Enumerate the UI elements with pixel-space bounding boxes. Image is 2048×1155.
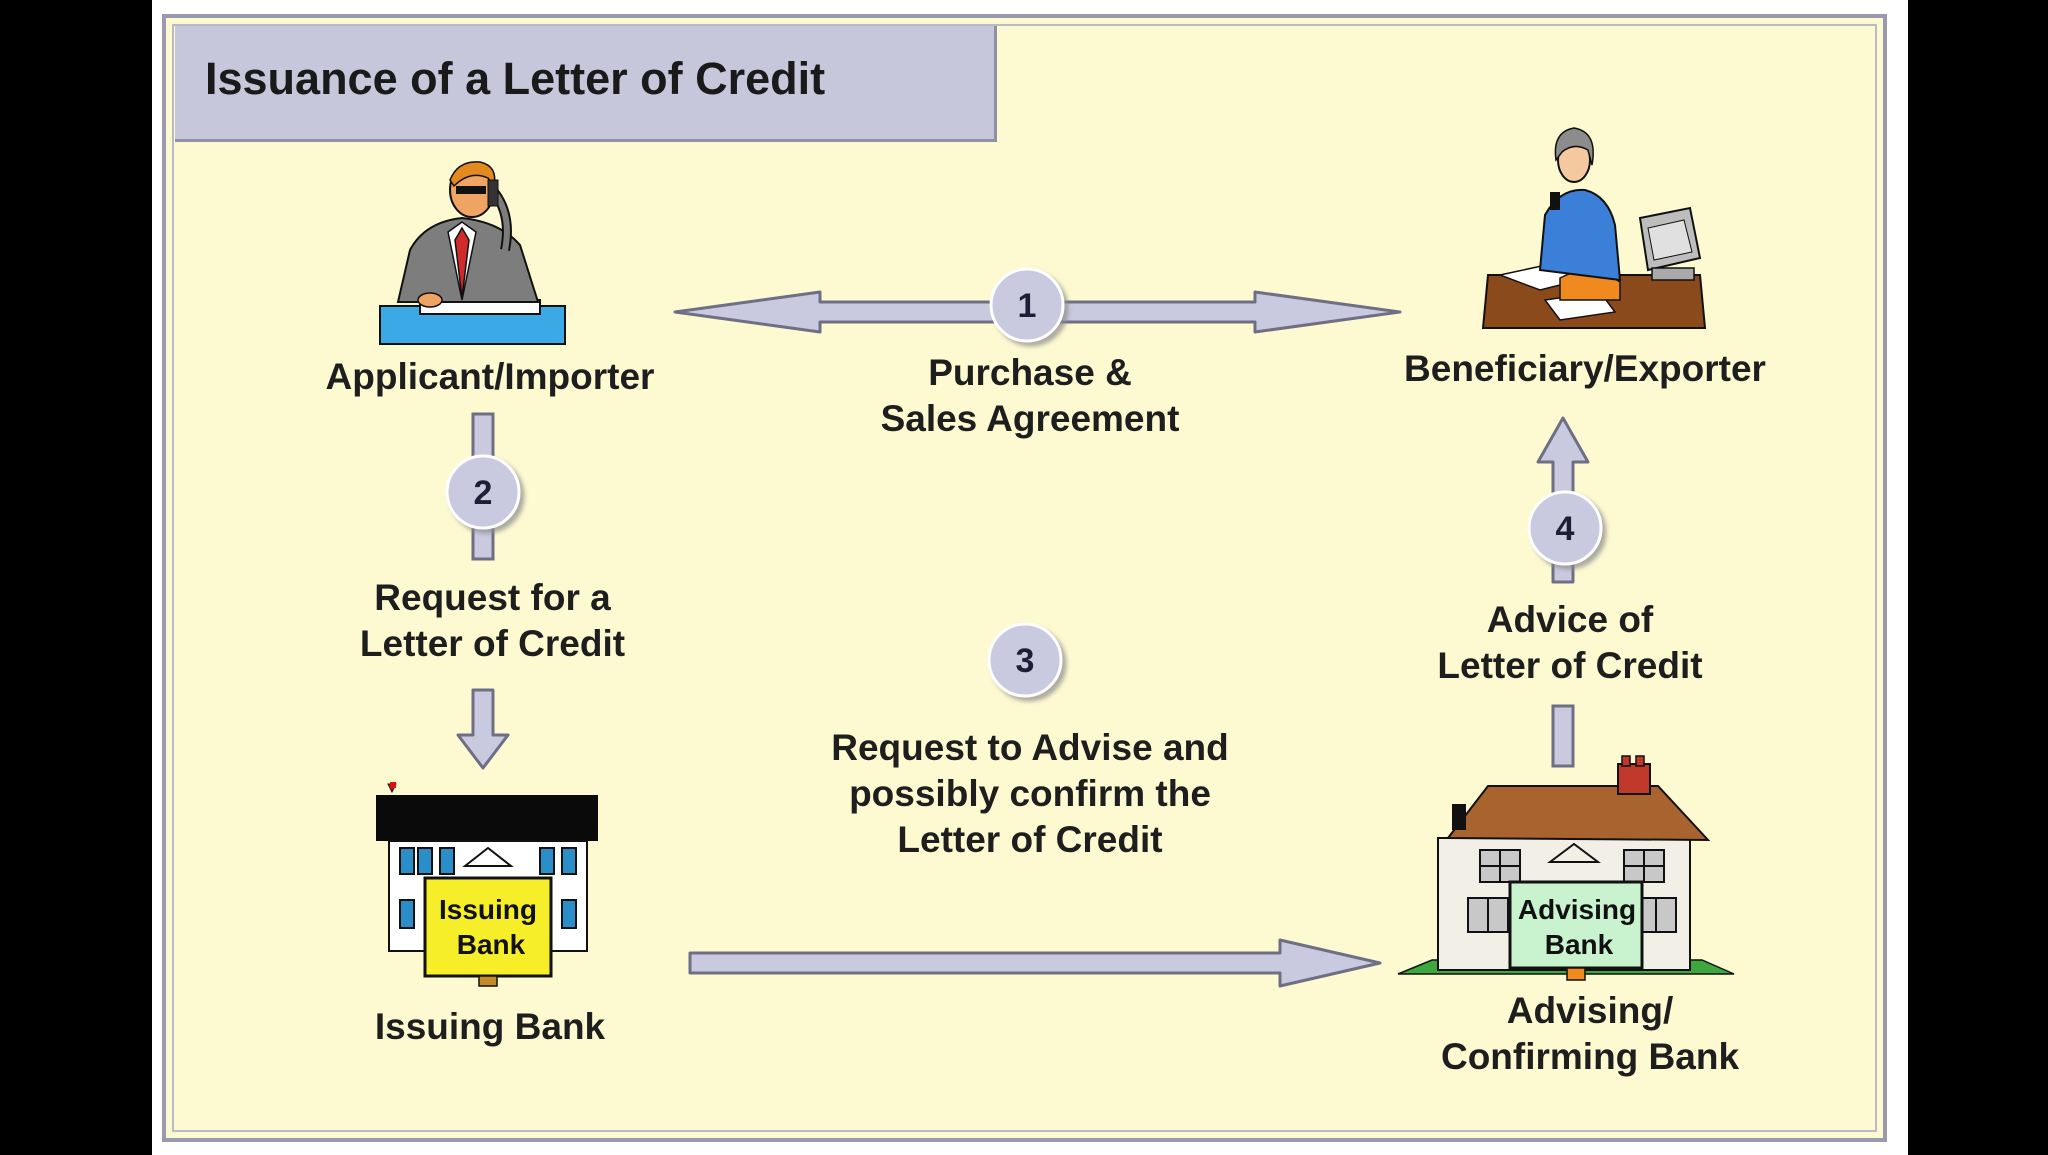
step-3-caption: Request to Advise and possibly confirm t… [780,725,1280,863]
slide-frame-inner-border [172,24,1877,1132]
applicant-label: Applicant/Importer [300,354,680,400]
step-badge-1 [989,267,1065,343]
step-4-caption-line1: Advice of [1486,599,1654,640]
bank-building-icon [376,782,598,987]
issuing-bank-label-text: Issuing Bank [374,1006,606,1047]
right-arrow-step-3 [688,938,1382,988]
advising-bank-label-line2: Confirming Bank [1440,1036,1740,1077]
step-1-caption-line2: Sales Agreement [880,398,1180,439]
issuing-sign-line2: Bank [457,929,526,960]
step-number-4: 4 [1556,510,1575,548]
woman-computer-desk-icon [1481,127,1707,329]
beneficiary-label-text: Beneficiary/Exporter [1404,348,1766,389]
step-4-caption-line2: Letter of Credit [1437,645,1703,686]
issuing-sign-line1: Issuing [439,894,537,925]
step-3-caption-line2: possibly confirm the [849,773,1211,814]
beneficiary-label: Beneficiary/Exporter [1370,346,1800,392]
businessman-phone-icon [379,161,566,345]
step-2-caption-line2: Letter of Credit [359,623,626,664]
advising-sign-line1: Advising [1518,894,1636,925]
advising-sign-line2: Bank [1545,929,1614,960]
advising-bank-label: Advising/ Confirming Bank [1380,988,1800,1080]
step-1-caption-line1: Purchase & [928,352,1132,393]
step-3-caption-line1: Request to Advise and [831,727,1229,768]
step-2-caption-line1: Request for a [374,577,611,618]
up-arrow-step-4 [1536,416,1590,768]
step-badge-4 [1527,490,1603,566]
step-number-3: 3 [1016,642,1035,680]
title-box: Issuance of a Letter of Credit [175,26,997,142]
step-2-caption: Request for a Letter of Credit [320,575,665,667]
page-title: Issuance of a Letter of Credit [205,52,826,104]
step-number-2: 2 [474,474,493,512]
step-4-caption: Advice of Letter of Credit [1390,597,1750,689]
step-badge-2 [445,454,521,530]
advising-bank-label-line1: Advising/ [1506,990,1674,1031]
step-number-1: 1 [1018,287,1037,325]
house-bank-icon [1397,755,1735,981]
applicant-label-text: Applicant/Importer [325,356,655,397]
issuing-bank-label: Issuing Bank [320,1004,660,1050]
step-badge-3 [987,622,1063,698]
step-3-caption-line3: Letter of Credit [897,819,1163,860]
step-1-caption: Purchase & Sales Agreement [820,350,1240,442]
